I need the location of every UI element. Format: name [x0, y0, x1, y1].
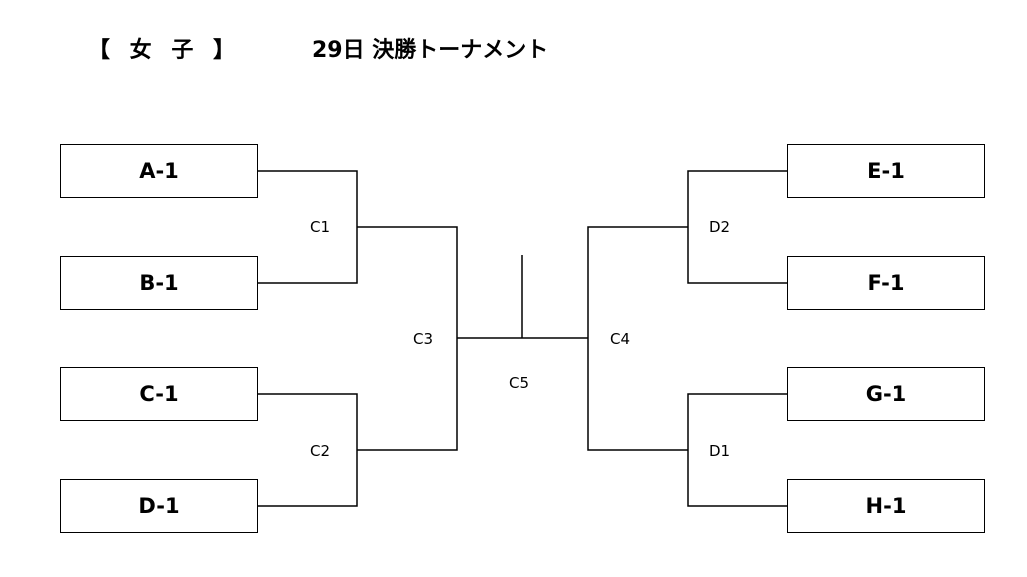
team-box-h1: H-1	[787, 479, 985, 533]
event-title: 29日 決勝トーナメント	[312, 38, 549, 63]
team-box-g1: G-1	[787, 367, 985, 421]
bracket-line-a1	[258, 170, 358, 284]
bracket-line-c3	[357, 226, 458, 451]
team-box-e1: E-1	[787, 144, 985, 198]
team-box-b1: B-1	[60, 256, 258, 310]
match-label-c5: C5	[509, 374, 530, 392]
bracket-line-c1-d1	[258, 393, 358, 507]
team-box-c1: C-1	[60, 367, 258, 421]
team-box-d1: D-1	[60, 479, 258, 533]
match-label-d1: D1	[709, 442, 731, 460]
match-label-c2: C2	[310, 442, 331, 460]
match-label-c4: C4	[610, 330, 631, 348]
team-box-f1: F-1	[787, 256, 985, 310]
bracket-line-c4	[587, 226, 688, 451]
team-box-a1: A-1	[60, 144, 258, 198]
match-label-c1: C1	[310, 218, 331, 236]
bracket-line-e1-f1	[687, 170, 787, 284]
match-label-c3: C3	[413, 330, 434, 348]
match-label-d2: D2	[709, 218, 731, 236]
bracket-line-g1-h1	[687, 393, 787, 507]
division-title: 【 女 子 】	[88, 38, 241, 63]
